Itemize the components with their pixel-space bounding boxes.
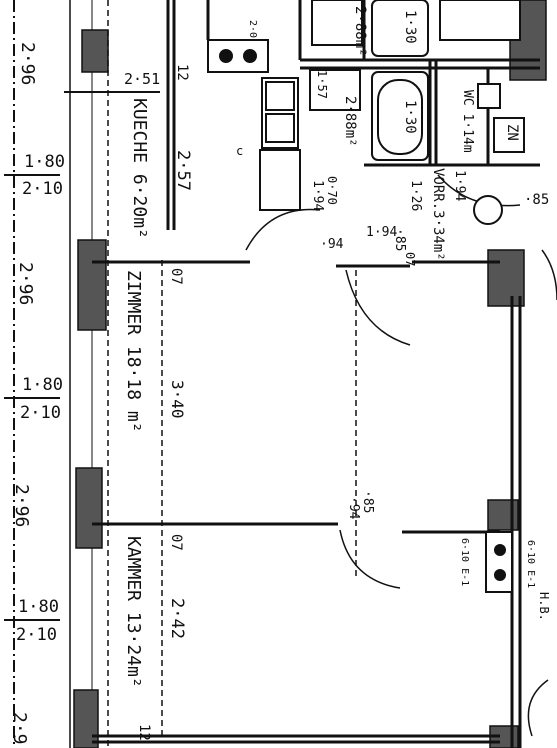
dim-left-180-b: 1·80: [22, 375, 63, 395]
dim-door-85-a: ·85: [360, 490, 375, 513]
dim-kammer-242: 2·42: [167, 598, 187, 639]
dim-door-85-c: ·85: [524, 192, 549, 208]
label-stove: 2·0: [247, 20, 258, 38]
room-label-vorraum: VORR.3·34m²: [430, 168, 446, 261]
dim-door-194-b: 1·94: [310, 180, 325, 211]
dashed-lines: [107, 0, 357, 748]
kitchen-fixtures: [207, 39, 361, 211]
dim-left-296-b: 2·96: [15, 262, 36, 305]
wc-fixtures: [439, 0, 525, 225]
dim-left-296-a: 2·96: [17, 42, 38, 85]
dim-left-180-a: 1·80: [24, 152, 65, 172]
dim-door-194-d: 1·94: [366, 225, 397, 240]
dim-door-85-b: ·85: [392, 228, 407, 251]
room-label-kueche: KUECHE 6·20m²: [129, 98, 150, 239]
dim-left-296-d: 2·9: [9, 712, 30, 745]
dim-bath-070: 0·70: [325, 176, 339, 205]
dim-zimmer-340: 3·40: [168, 380, 187, 419]
dim-left-210-c: 2·10: [16, 625, 57, 645]
label-hand-c: c: [236, 144, 243, 158]
heater: [485, 531, 513, 593]
dim-wall-07-a: 07: [168, 268, 184, 285]
dim-left-296-c: 2·96: [11, 484, 32, 527]
bathtub: [311, 0, 429, 161]
dim-vorr-126: 1·26: [408, 180, 423, 211]
label-heater-2: 6·10 E-1: [525, 540, 536, 588]
dim-door-194-c: ·94: [320, 237, 344, 252]
dim-wall-07-b: 07: [168, 534, 184, 551]
dim-vorr-07: 07: [403, 252, 417, 266]
label-hb: H.B.: [537, 592, 551, 621]
dim-kueche-257: 2·57: [173, 150, 193, 191]
dim-kammer-12: 12: [136, 724, 152, 741]
dim-wc-194: 1·94: [452, 170, 467, 201]
dim-bath-130-a: 1·30: [402, 10, 418, 44]
door-swings: [245, 174, 557, 737]
dimension-ticks: [4, 91, 160, 621]
label-zn: ZN: [504, 124, 520, 141]
dim-left-210-b: 2·10: [20, 403, 61, 423]
label-heater-1: 6·10 E-1: [459, 538, 470, 586]
room-label-bad: 2·88m²: [352, 6, 368, 57]
dim-kueche-12: 12: [174, 64, 190, 81]
room-label-kammer: KAMMER 13·24m²: [123, 536, 144, 688]
room-label-bad-2: 2·88m²: [342, 96, 358, 147]
dim-left-210-a: 2·10: [22, 179, 63, 199]
dim-bath-157: 1·57: [315, 70, 329, 99]
dim-door-194-a: ·94: [346, 496, 361, 520]
interior-walls: [92, 0, 540, 748]
room-label-wc: WC 1·14m: [460, 90, 475, 153]
dim-left-180-c: 1·80: [18, 597, 59, 617]
room-label-zimmer: ZIMMER 18·18 m²: [123, 270, 144, 433]
dim-bath-130-b: 1·30: [402, 100, 418, 134]
dim-kueche-251: 2·51: [124, 70, 160, 88]
